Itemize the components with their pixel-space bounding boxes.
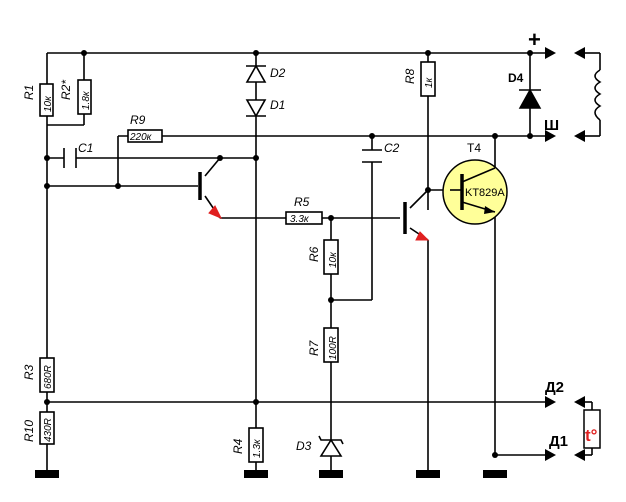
r1-label: R1 <box>22 85 36 100</box>
resistor-r1: 10к R1 <box>22 83 54 117</box>
resistor-r3: 680R R3 <box>22 357 55 393</box>
resistor-r10: 430R R10 <box>22 411 55 445</box>
r9-value: 220к <box>129 132 153 143</box>
r9-label: R9 <box>130 113 146 127</box>
r7-label: R7 <box>307 339 321 356</box>
r7-value: 100R <box>328 336 339 360</box>
t4-part: KT829A <box>465 187 505 199</box>
junctions <box>44 50 533 458</box>
resistor-r4: 1.3к R4 <box>231 427 264 463</box>
d2-terminal-label: Д2 <box>545 379 564 396</box>
transistor-t4: KT829A T4 <box>442 141 508 225</box>
r5-value: 3.3к <box>290 214 310 225</box>
temperature-sensor: t° <box>583 409 601 449</box>
r8-value: 1к <box>424 76 435 88</box>
t4-label: T4 <box>467 141 481 155</box>
r4-value: 1.3к <box>252 438 263 458</box>
transistor-t1 <box>198 172 223 219</box>
r8-label: R8 <box>403 68 417 84</box>
diode-d2: D2 <box>245 64 286 83</box>
resistor-r5: 3.3к R5 <box>285 195 323 225</box>
r10-label: R10 <box>22 420 36 442</box>
r1-value: 10к <box>43 95 54 112</box>
d1-terminal-label: Д1 <box>549 433 568 450</box>
r10-value: 430R <box>43 418 54 442</box>
d3-label: D3 <box>296 439 312 453</box>
sh-label: Ш <box>544 117 559 134</box>
resistor-r2: 1.8к R2* <box>59 79 92 115</box>
r4-label: R4 <box>231 438 245 454</box>
transistor-t3 <box>403 202 430 241</box>
r3-value: 680R <box>43 365 54 389</box>
d1-label: D1 <box>270 98 285 112</box>
d4-label: D4 <box>508 71 524 85</box>
resistor-r9: 220к R9 <box>127 113 163 143</box>
r2-value: 1.8к <box>81 90 92 110</box>
resistor-r7: 100R R7 <box>307 327 339 363</box>
diode-d4: D4 <box>508 71 542 109</box>
r2-label: R2* <box>59 80 73 100</box>
plus-label: + <box>528 27 541 52</box>
capacitor-c2: C2 <box>362 141 400 163</box>
capacitor-c1: C1 <box>63 141 93 168</box>
r6-value: 10к <box>328 251 339 268</box>
r6-label: R6 <box>307 246 321 262</box>
d2-label: D2 <box>270 66 286 80</box>
r3-label: R3 <box>22 364 36 380</box>
grounds <box>35 470 507 478</box>
resistor-r8: 1к R8 <box>403 61 436 97</box>
sensor-label: t° <box>585 426 598 445</box>
r5-label: R5 <box>294 195 310 209</box>
diode-d1: D1 <box>245 98 285 118</box>
c2-label: C2 <box>384 141 400 155</box>
resistor-r6: 10к R6 <box>307 239 339 275</box>
terminals <box>545 47 585 461</box>
zener-d3: D3 <box>296 435 344 457</box>
c1-label: C1 <box>78 141 93 155</box>
